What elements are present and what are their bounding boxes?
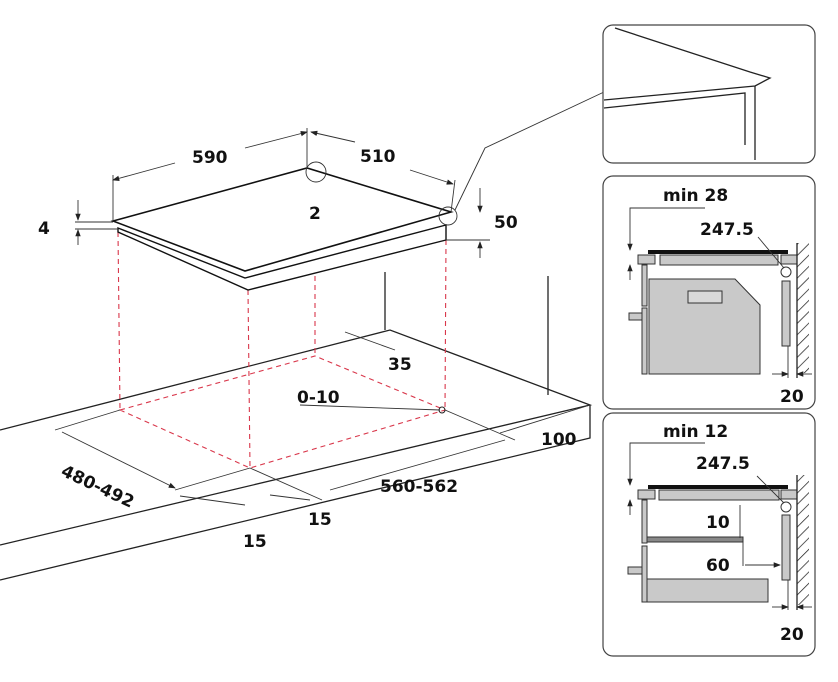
countertop: [0, 272, 593, 581]
label-side-margin-right: 15: [308, 510, 332, 530]
label-depth: 510: [360, 147, 396, 167]
label-height: 50: [494, 213, 518, 233]
cutout-outline: [117, 231, 447, 469]
edge-detail-circle: [438, 206, 458, 226]
label-side-margin-left: 15: [243, 532, 267, 552]
label-min-12: min 12: [663, 422, 728, 442]
dimension-lines: [54, 128, 591, 506]
label-width: 590: [192, 148, 228, 168]
label-247-5-bottom: 247.5: [696, 454, 750, 474]
label-wall-gap-bottom: 20: [780, 625, 804, 645]
label-min-28: min 28: [663, 186, 728, 206]
label-247-5-top: 247.5: [700, 220, 754, 240]
label-tolerance: 0-10: [297, 388, 340, 408]
corner-detail-circle: [305, 161, 327, 183]
label-cutout-width: 560-562: [380, 477, 458, 497]
label-cutout-depth: 480-492: [58, 461, 137, 512]
label-gap-60: 60: [706, 556, 730, 576]
label-corner-radius: 2: [309, 204, 321, 224]
section-detail-drawer: min 12 247.5 10 60 20: [602, 412, 816, 657]
label-wall-gap-top: 20: [780, 387, 804, 407]
label-gap-10: 10: [706, 513, 730, 533]
edge-detail-panel: [602, 24, 816, 164]
label-rear-margin: 35: [388, 355, 412, 375]
hob: [110, 91, 605, 291]
section-detail-oven: min 28 247.5 20: [602, 175, 816, 410]
label-wall-distance: 100: [541, 430, 577, 450]
label-thickness: 4: [38, 219, 50, 239]
